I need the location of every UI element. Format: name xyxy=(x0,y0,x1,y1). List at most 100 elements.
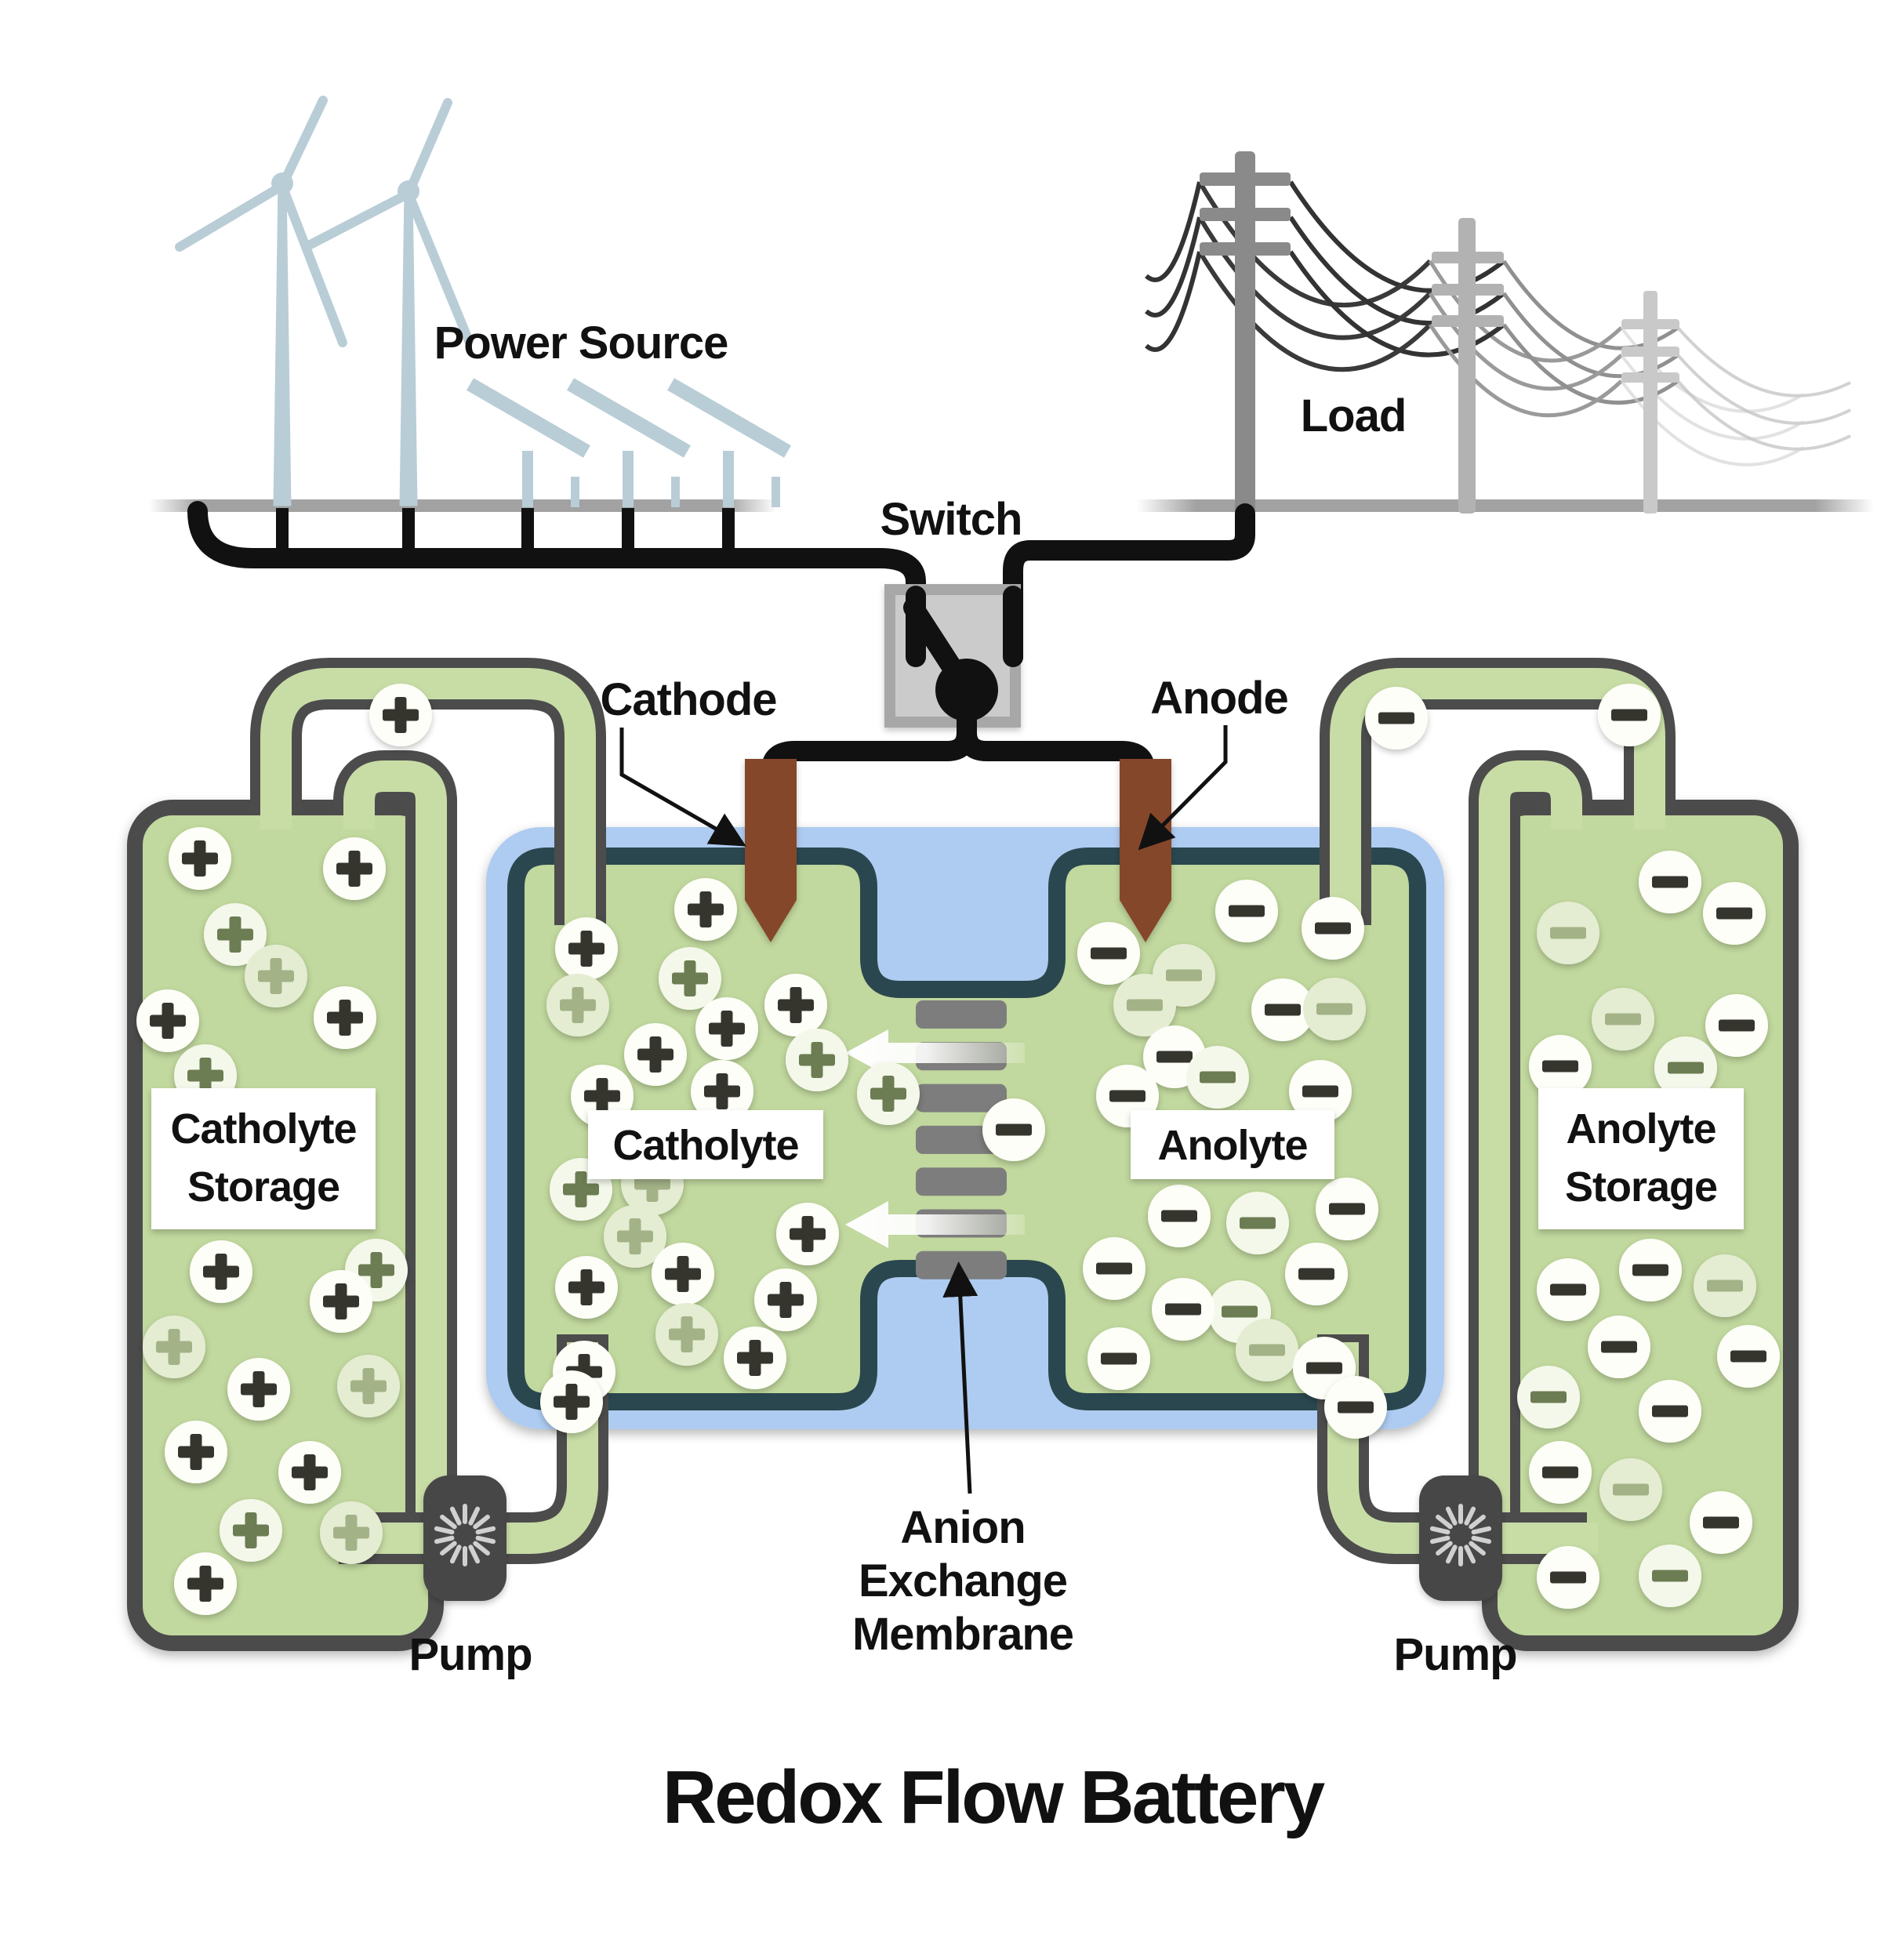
pump-right-label: Pump xyxy=(1393,1629,1516,1680)
positive-ion xyxy=(174,1552,237,1615)
positive-ion xyxy=(190,1240,252,1303)
pump-impeller-icon xyxy=(1429,1504,1492,1566)
negative-ion xyxy=(1285,1243,1348,1305)
negative-ion xyxy=(1303,978,1366,1040)
catholyte-storage-label: Catholyte xyxy=(170,1105,356,1152)
positive-ion xyxy=(169,827,231,890)
circuit-wiring xyxy=(187,501,1255,667)
anolyte-cell-ions xyxy=(982,880,1378,1399)
positive-ion xyxy=(337,1355,400,1417)
negative-ion xyxy=(1316,1178,1378,1240)
negative-ion xyxy=(1289,1060,1352,1123)
positive-ion xyxy=(754,1269,817,1331)
positive-ion xyxy=(310,1270,372,1333)
membrane-label: Anion xyxy=(900,1502,1025,1553)
negative-ion xyxy=(1365,687,1428,750)
positive-ion xyxy=(227,1358,290,1421)
positive-ion xyxy=(320,1501,383,1564)
cathode-callout: Cathode xyxy=(601,674,778,847)
positive-ion xyxy=(540,1370,603,1433)
negative-ion xyxy=(1537,902,1599,964)
negative-ion xyxy=(1251,978,1314,1041)
membrane-callout: Anion Exchange Membrane xyxy=(852,1261,1074,1660)
negative-ion xyxy=(1302,897,1364,960)
positive-ion xyxy=(624,1023,687,1086)
load-label: Load xyxy=(1301,390,1407,441)
positive-ion xyxy=(143,1316,205,1378)
bus-wire-left xyxy=(187,501,926,667)
anode-callout: Anode xyxy=(1138,673,1289,851)
positive-ion xyxy=(220,1499,282,1562)
anolyte-storage-label: Anolyte xyxy=(1566,1105,1716,1152)
wind-turbine-icon xyxy=(175,96,347,506)
switch-toggle-icon xyxy=(903,597,998,729)
negative-ion xyxy=(1717,1325,1780,1388)
left-arrow-icon xyxy=(845,1029,1025,1076)
positive-ion xyxy=(655,1303,718,1366)
switch-label: Switch xyxy=(880,494,1022,545)
cathode-label: Cathode xyxy=(601,674,777,725)
power-pole-icon xyxy=(1621,291,1679,514)
negative-ion xyxy=(1639,851,1701,913)
negative-ion xyxy=(1705,994,1768,1057)
negative-ion xyxy=(1529,1441,1592,1504)
positive-ion xyxy=(555,917,618,980)
positive-ion xyxy=(165,1421,227,1483)
pipe-ions xyxy=(369,684,1661,1439)
ground-line-right xyxy=(1137,499,1874,512)
positive-ion xyxy=(659,947,721,1010)
negative-ion xyxy=(1077,922,1140,985)
positive-ion xyxy=(604,1205,666,1268)
positive-ion xyxy=(278,1441,341,1504)
positive-ion xyxy=(136,989,199,1052)
negative-ion xyxy=(1690,1491,1752,1554)
solar-panel-icon xyxy=(467,378,791,507)
negative-ion xyxy=(1215,880,1278,942)
power-source-section: Power Source xyxy=(149,96,791,512)
negative-ion xyxy=(1598,684,1661,746)
membrane-label: Exchange xyxy=(859,1555,1067,1606)
catholyte-storage-label: Storage xyxy=(187,1163,339,1210)
anolyte-label: Anolyte xyxy=(1157,1122,1307,1169)
catholyte-storage-ions xyxy=(136,827,408,1615)
catholyte-label-box xyxy=(588,1110,823,1179)
pump-left-label: Pump xyxy=(408,1629,532,1680)
positive-ion xyxy=(764,974,827,1036)
negative-ion xyxy=(1529,1035,1592,1098)
catholyte-cell-ions xyxy=(546,878,920,1403)
membrane-label: Membrane xyxy=(852,1609,1073,1660)
anode-electrode xyxy=(1120,759,1171,942)
power-pole-icon xyxy=(1432,218,1504,514)
positive-ion xyxy=(695,997,758,1060)
negative-ion xyxy=(1639,1380,1701,1443)
negative-ion xyxy=(1113,974,1176,1036)
power-source-label: Power Source xyxy=(434,318,728,368)
pump-impeller-icon xyxy=(434,1504,496,1566)
negative-ion xyxy=(1703,882,1766,945)
positive-ion xyxy=(323,837,386,900)
bus-wire-right xyxy=(1003,503,1255,667)
negative-ion xyxy=(1324,1376,1387,1439)
negative-ion xyxy=(1654,1036,1717,1099)
catholyte-storage-label-box xyxy=(151,1088,376,1229)
positive-ion xyxy=(652,1243,714,1305)
positive-ion xyxy=(314,986,376,1049)
positive-ion xyxy=(245,945,307,1007)
positive-ion xyxy=(555,1256,618,1319)
anolyte-label-box xyxy=(1131,1110,1334,1179)
negative-ion xyxy=(1599,1458,1662,1521)
ground-line-left xyxy=(149,499,776,512)
negative-ion xyxy=(982,1098,1045,1161)
switch-assembly: Switch xyxy=(761,494,1155,784)
anolyte-storage-label-box xyxy=(1538,1088,1744,1229)
diagram-title: Redox Flow Battery xyxy=(663,1755,1325,1839)
negative-ion xyxy=(1152,1278,1214,1341)
negative-ion xyxy=(1087,1327,1150,1390)
load-section: Load xyxy=(1137,151,1874,514)
negative-ion xyxy=(1619,1239,1682,1301)
cathode-electrode xyxy=(745,759,797,942)
anode-label: Anode xyxy=(1150,673,1287,724)
anolyte-storage-ions xyxy=(1517,851,1780,1609)
positive-ion xyxy=(786,1029,848,1091)
